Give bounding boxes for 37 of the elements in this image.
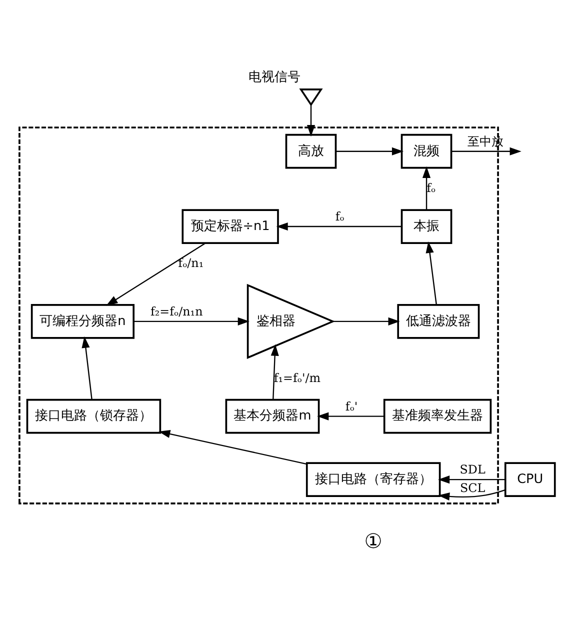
edge-label: fₒ: [426, 181, 436, 196]
node-box: 混频: [400, 134, 452, 169]
arrow: [438, 476, 506, 484]
arrow: [438, 489, 506, 500]
node-box: 基本分频器m: [225, 398, 320, 434]
arrow: [270, 344, 279, 400]
label: ①: [364, 528, 382, 553]
arrow: [106, 242, 206, 306]
node-box: 接口电路（锁存器）: [26, 398, 162, 434]
node-label: 电视信号: [248, 70, 300, 85]
arrow: [158, 430, 307, 465]
arrow: [336, 147, 404, 156]
node-box: 低通滤波器: [397, 304, 480, 339]
node-box: 本振: [400, 209, 452, 244]
node-box: 可编程分频器n: [30, 304, 135, 339]
edge-label: fₒ': [345, 399, 358, 414]
arrow: [134, 317, 250, 326]
node-antenna: [299, 88, 323, 106]
edge-label: SDL: [460, 462, 486, 477]
edge-label: f₂=fₒ/n₁n: [150, 304, 203, 318]
edge-label: fₒ/n₁: [178, 256, 204, 270]
edge-label: SCL: [460, 480, 486, 495]
arrow: [276, 222, 402, 231]
node-box: 预定标器÷n1: [182, 209, 279, 244]
arrow: [82, 336, 92, 400]
arrow: [317, 412, 384, 420]
arrow: [306, 104, 316, 137]
node-box: 高放: [285, 134, 337, 169]
arrow: [422, 166, 431, 210]
arrow: [426, 241, 437, 305]
arrow: [332, 317, 400, 326]
edge-label: fₒ: [335, 209, 344, 224]
edge-label: 至中放: [467, 134, 504, 148]
node-box: 接口电路（寄存器）: [306, 462, 441, 497]
node-box: 基准频率发生器: [383, 398, 492, 434]
node-box: CPU: [504, 462, 556, 497]
arrow: [451, 147, 522, 156]
